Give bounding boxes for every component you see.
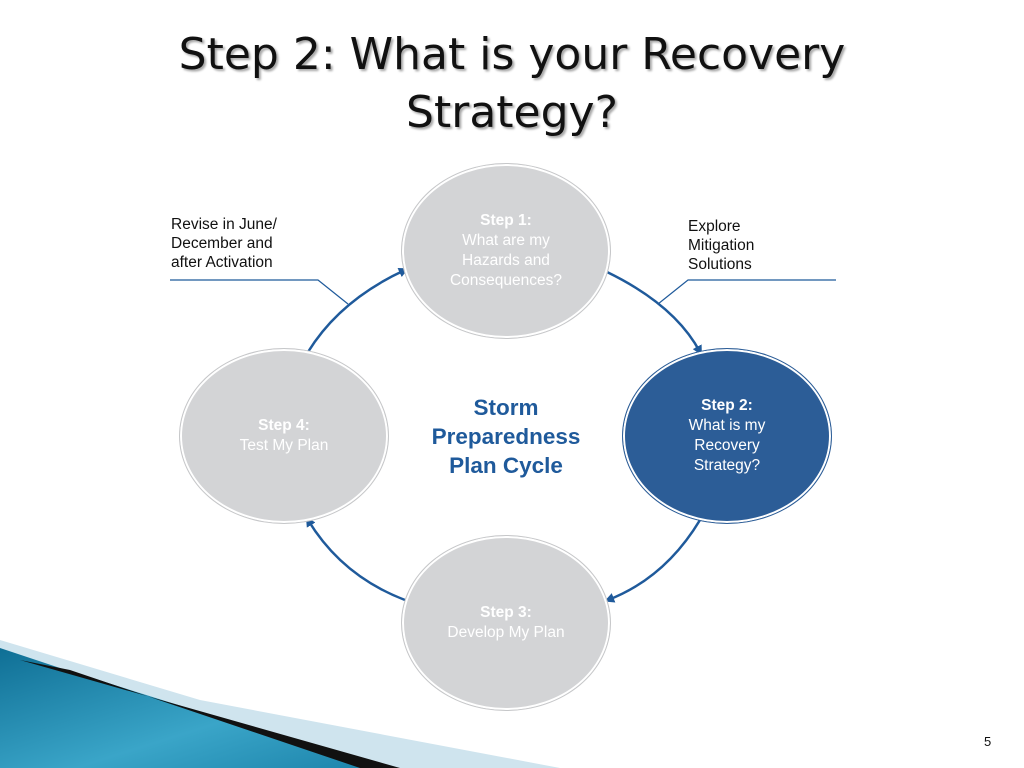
callout-right-leader — [657, 279, 836, 305]
callout-mitigation-line-3: Solutions — [688, 256, 752, 273]
step-2-circle: Step 2: What is my Recovery Strategy? — [622, 348, 832, 524]
step-2-heading: Step 2: — [701, 397, 753, 414]
callout-revise: Revise in June/ December and after Activ… — [171, 215, 371, 272]
arrow-step1-to-step2 — [606, 270, 702, 356]
arrow-step3-to-step4 — [305, 516, 406, 602]
center-label-line-2: Preparedness — [431, 424, 581, 449]
arrow-step2-to-step3 — [604, 519, 702, 603]
cycle-center-label: Storm Preparedness Plan Cycle — [396, 393, 616, 480]
center-label-line-1: Storm — [473, 395, 539, 420]
callout-revise-line-2: December and — [171, 235, 273, 252]
step-4-text-line-1: Test My Plan — [239, 437, 329, 454]
slide-title-line-1: Step 2: What is your Recovery — [178, 29, 846, 80]
step-3-circle: Step 3: Develop My Plan — [401, 535, 611, 711]
center-label-line-3: Plan Cycle — [449, 453, 563, 478]
page-number: 5 — [984, 734, 992, 749]
step-4-heading: Step 4: — [258, 417, 310, 434]
slide-title-line-2: Strategy? — [406, 87, 618, 138]
step-1-circle: Step 1: What are my Hazards and Conseque… — [401, 163, 611, 339]
callout-revise-line-1: Revise in June/ — [171, 216, 277, 233]
callout-mitigation-line-1: Explore — [688, 218, 741, 235]
step-2-text-line-1: What is my — [688, 417, 766, 434]
callout-left-leader — [170, 279, 349, 305]
slide-title: Step 2: What is your Recovery Strategy? — [60, 26, 964, 142]
step-1-text-line-1: What are my — [462, 232, 550, 249]
step-1-text-line-2: Hazards and — [462, 252, 550, 269]
step-4-circle: Step 4: Test My Plan — [179, 348, 389, 524]
callout-revise-line-3: after Activation — [171, 254, 273, 271]
callout-mitigation: Explore Mitigation Solutions — [688, 217, 838, 274]
callout-mitigation-line-2: Mitigation — [688, 237, 755, 254]
arrow-step4-to-step1 — [306, 267, 409, 353]
decorative-swoosh — [0, 640, 560, 768]
step-2-text-line-3: Strategy? — [693, 457, 761, 474]
step-3-heading: Step 3: — [480, 604, 532, 621]
step-2-text-line-2: Recovery — [694, 437, 760, 454]
step-1-heading: Step 1: — [480, 212, 532, 229]
step-3-text-line-1: Develop My Plan — [447, 624, 565, 641]
step-1-text-line-3: Consequences? — [449, 272, 563, 289]
